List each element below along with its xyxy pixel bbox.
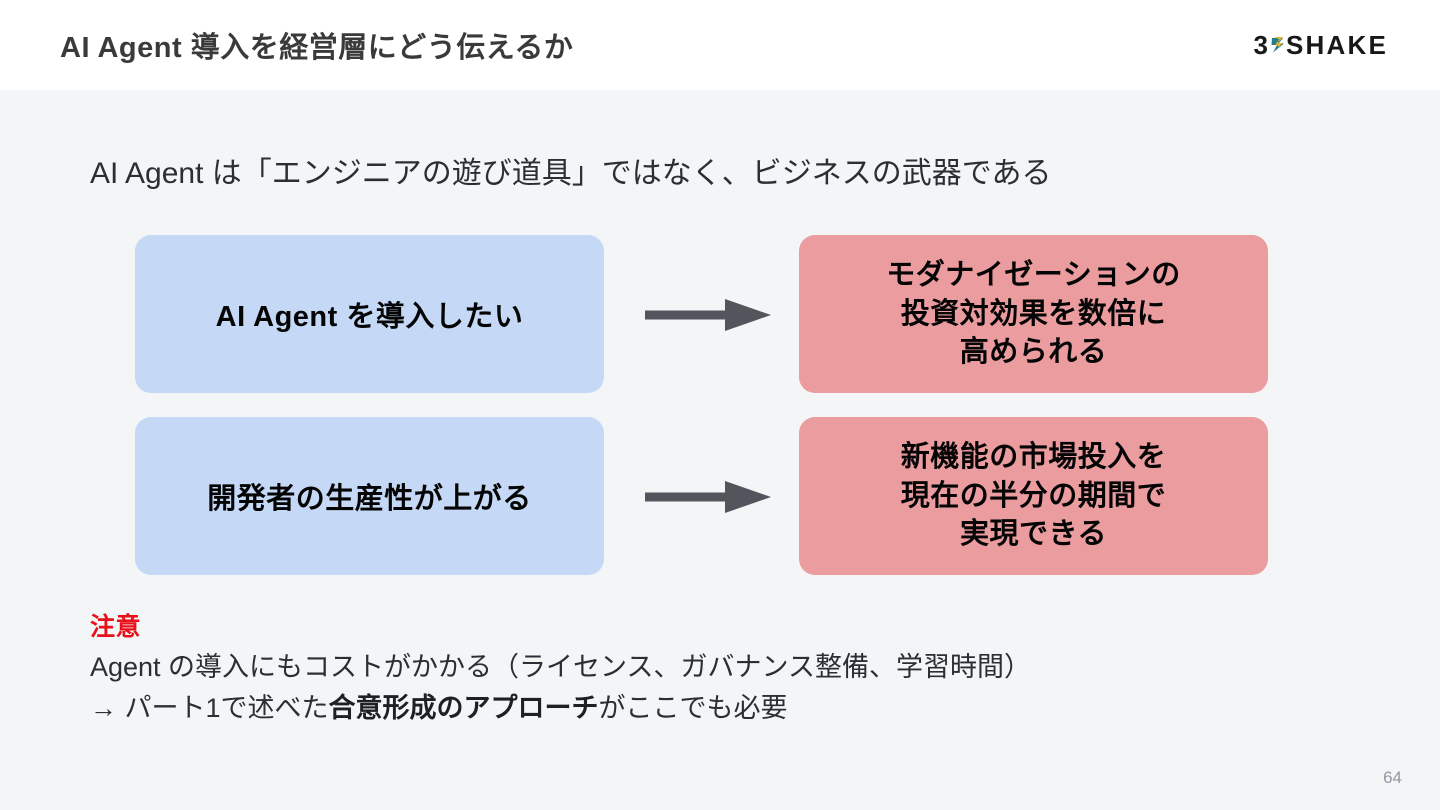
effect-box-1-line-1: モダナイゼーションの bbox=[886, 259, 1181, 292]
effect-box-1-label: モダナイゼーションの 投資対効果を数倍に 高められる bbox=[886, 256, 1180, 372]
caution-line-2-prefix: → パート1で述べた bbox=[90, 692, 329, 723]
effect-box-2-label: 新機能の市場投入を 現在の半分の期間で 実現できる bbox=[901, 438, 1167, 554]
caution-line-2: → パート1で述べた合意形成のアプローチがここでも必要 bbox=[90, 688, 1031, 729]
caution-label: 注意 bbox=[90, 613, 142, 641]
effect-box-2-line-1: 新機能の市場投入を bbox=[900, 441, 1167, 474]
cause-box-1-label: AI Agent を導入したい bbox=[215, 301, 524, 333]
cause-box-1: AI Agent を導入したい bbox=[135, 235, 604, 393]
cause-box-2-label: 開発者の生産性が上がる bbox=[207, 483, 532, 515]
effect-box-2-line-2: 現在の半分の期間で bbox=[900, 479, 1167, 512]
page-title: AI Agent 導入を経営層にどう伝えるか bbox=[60, 32, 574, 64]
effect-box-1-line-2: 投資対効果を数倍に bbox=[900, 297, 1167, 330]
caution-note: 注意 Agent の導入にもコストがかかる（ライセンス、ガバナンス整備、学習時間… bbox=[90, 612, 1031, 728]
effect-box-2-line-3: 実現できる bbox=[960, 518, 1107, 551]
effect-box-2: 新機能の市場投入を 現在の半分の期間で 実現できる bbox=[799, 417, 1268, 575]
lead-statement: AI Agent は「エンジニアの遊び道具」ではなく、ビジネスの武器である bbox=[90, 157, 1052, 190]
caution-line-2-emphasis: 合意形成のアプローチ bbox=[328, 692, 599, 723]
right-arrow-icon bbox=[645, 298, 771, 332]
cause-box-2: 開発者の生産性が上がる bbox=[135, 417, 604, 575]
brand-logo: 3 SHAKE bbox=[1254, 30, 1388, 60]
right-arrow-icon bbox=[645, 480, 771, 514]
effect-box-1: モダナイゼーションの 投資対効果を数倍に 高められる bbox=[799, 235, 1268, 393]
caution-line-1: Agent の導入にもコストがかかる（ライセンス、ガバナンス整備、学習時間） bbox=[90, 652, 1031, 683]
logo-name: SHAKE bbox=[1285, 30, 1388, 60]
effect-box-1-line-3: 高められる bbox=[959, 336, 1108, 369]
slide-header: AI Agent 導入を経営層にどう伝えるか 3 SHAKE bbox=[0, 0, 1440, 90]
caution-line-2-suffix: がここでも必要 bbox=[598, 692, 788, 723]
shake-mark-icon bbox=[1270, 34, 1285, 56]
page-number: 64 bbox=[1383, 768, 1402, 787]
logo-prefix: 3 bbox=[1253, 30, 1268, 60]
